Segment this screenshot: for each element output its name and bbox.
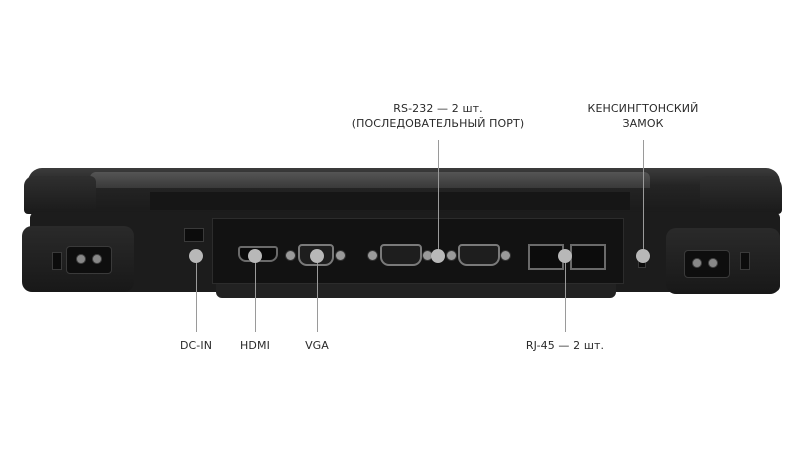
screw-icon [692,258,702,268]
kensington-label-line1: КЕНСИНГТОНСКИЙ [587,102,699,115]
left-pogo-plate [66,246,112,274]
screw-icon [500,250,511,261]
right-hinge [700,176,782,214]
right-pogo-plate [684,250,730,278]
screw-icon [446,250,457,261]
rs232-label-line1: RS-232 — 2 шт. [393,102,483,115]
rs232-port-2 [458,244,500,266]
screw-icon [285,250,296,261]
rs232-port-1 [380,244,422,266]
dc-in-cover-tab [184,228,204,242]
right-latch [740,252,750,270]
rj45-label: RJ-45 — 2 шт. [525,339,605,352]
hdmi-label: HDMI [240,339,270,352]
hdmi-leader-line [255,256,256,332]
kensington-label-line2: ЗАМОК [622,117,664,130]
rs232-label: RS-232 — 2 шт. (ПОСЛЕДОВАТЕЛЬНЫЙ ПОРТ) [338,101,538,131]
hdmi-marker-dot [248,249,262,263]
vga-leader-line [317,256,318,332]
rj45-marker-dot [558,249,572,263]
dc-in-marker-dot [189,249,203,263]
rs232-leader-line [438,140,439,256]
screw-icon [92,254,102,264]
screw-icon [76,254,86,264]
screw-icon [367,250,378,261]
rj45-leader-line [565,256,566,332]
lid-top-edge [90,172,650,188]
base-foot-rail [216,284,616,298]
kensington-leader-line [643,140,644,256]
kensington-label: КЕНСИНГТОНСКИЙ ЗАМОК [573,101,713,131]
rs232-marker-dot [431,249,445,263]
dc-in-leader-line [196,256,197,332]
screw-icon [708,258,718,268]
vga-marker-dot [310,249,324,263]
rs232-label-line2: (ПОСЛЕДОВАТЕЛЬНЫЙ ПОРТ) [351,117,525,130]
left-latch [52,252,62,270]
rj45-port-2 [570,244,606,270]
lid-hinge-channel [150,192,630,210]
dc-in-label: DC-IN [179,339,213,352]
left-hinge [24,176,96,214]
kensington-marker-dot [636,249,650,263]
vga-label: VGA [305,339,329,352]
screw-icon [335,250,346,261]
